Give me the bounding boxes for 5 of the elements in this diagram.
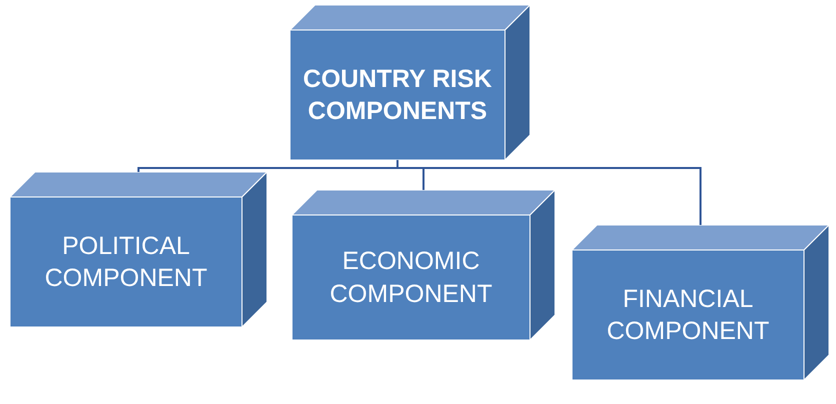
block-label: POLITICAL COMPONENT	[44, 230, 208, 294]
block-label: COUNTRY RISK COMPONENTS	[302, 64, 493, 127]
block-label: ECONOMIC COMPONENT	[328, 246, 494, 310]
block-label: FINANCIAL COMPONENT	[606, 284, 770, 347]
connector-line	[396, 160, 702, 225]
